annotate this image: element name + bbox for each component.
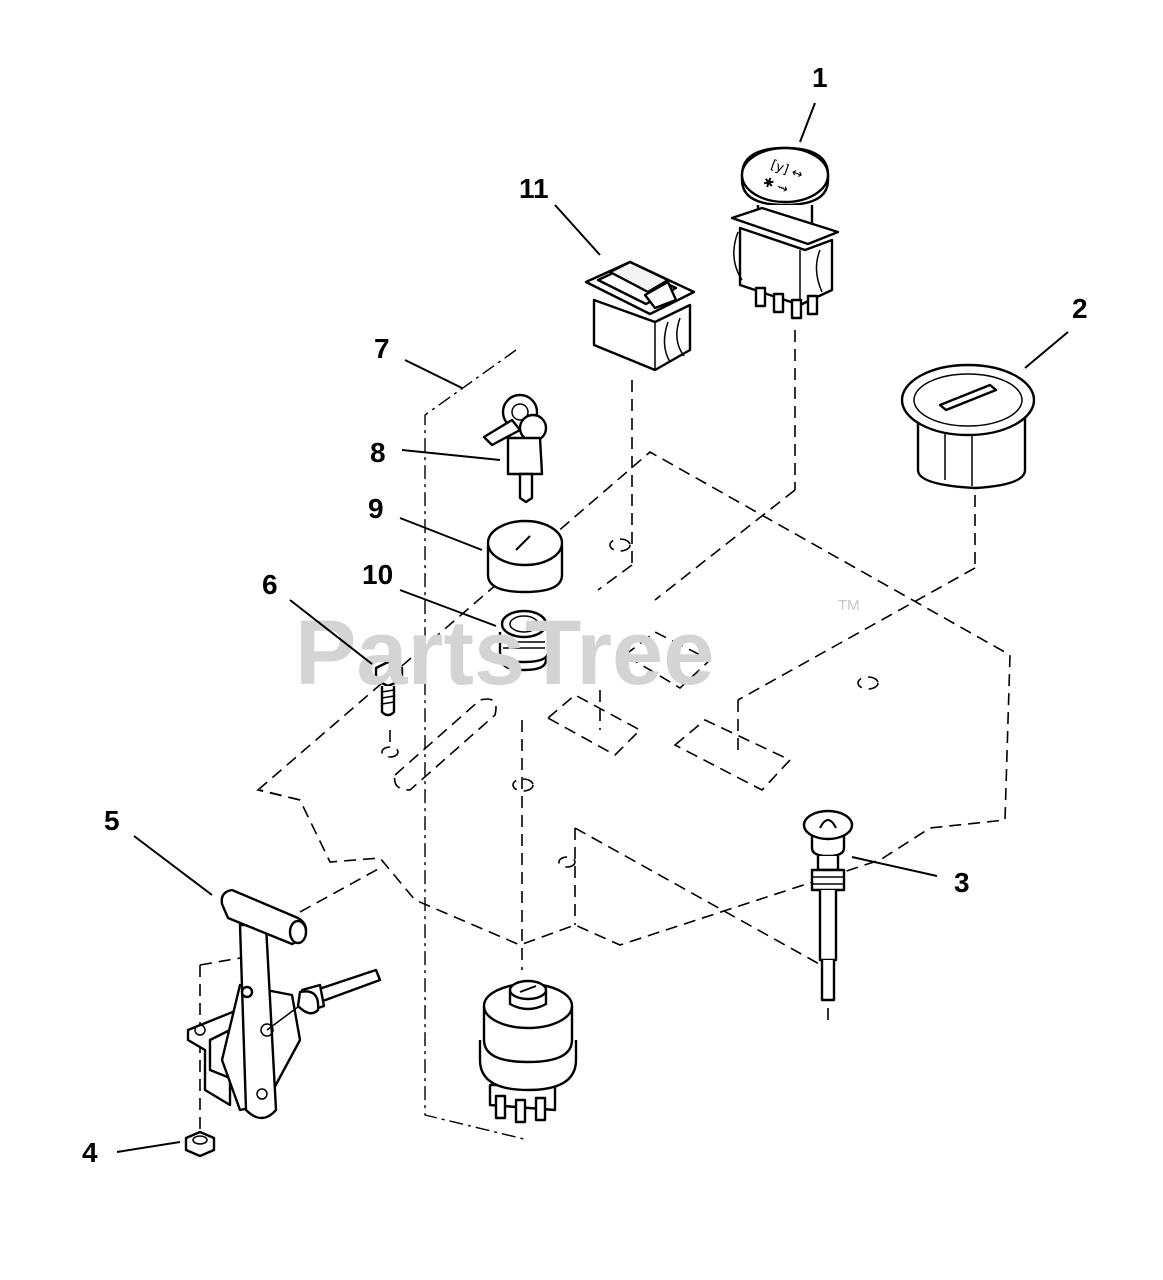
throttle-lever-part-5 xyxy=(186,888,382,1120)
bolt-part-6 xyxy=(374,660,404,717)
keys-part-8 xyxy=(482,393,548,504)
rocker-switch-part-11 xyxy=(584,260,696,372)
callout-8: 8 xyxy=(370,437,386,468)
nut-part-4 xyxy=(184,1130,216,1158)
assembly-lines xyxy=(199,330,976,1140)
watermark-text: PartsTree xyxy=(295,602,714,704)
watermark: PartsTree TM xyxy=(295,597,860,704)
group-bracket-7 xyxy=(424,349,529,1141)
callout-11: 11 xyxy=(519,173,549,204)
hour-meter-part-2 xyxy=(900,363,1036,490)
choke-cable-part-3 xyxy=(802,809,854,1002)
callout-2: 2 xyxy=(1072,293,1088,324)
callout-4: 4 xyxy=(82,1137,98,1168)
dash-panel-outline xyxy=(256,451,1011,971)
callout-5: 5 xyxy=(104,805,120,836)
callout-6: 6 xyxy=(262,569,278,600)
watermark-trademark: TM xyxy=(838,597,860,614)
callout-7: 7 xyxy=(374,333,390,364)
pto-switch-part-1: [y] ↔ ✱ ⇝ xyxy=(730,146,840,320)
callout-1: 1 xyxy=(812,62,828,93)
ignition-nut-part-10 xyxy=(498,609,550,672)
callout-3: 3 xyxy=(954,867,970,898)
callout-10: 10 xyxy=(362,559,393,590)
leader-lines xyxy=(116,102,1069,1153)
ignition-cap-part-9 xyxy=(486,519,564,594)
callout-9: 9 xyxy=(368,493,384,524)
ignition-switch-body xyxy=(478,979,578,1124)
callout-labels: 1 2 3 4 5 6 7 8 9 10 11 xyxy=(82,62,1088,1168)
